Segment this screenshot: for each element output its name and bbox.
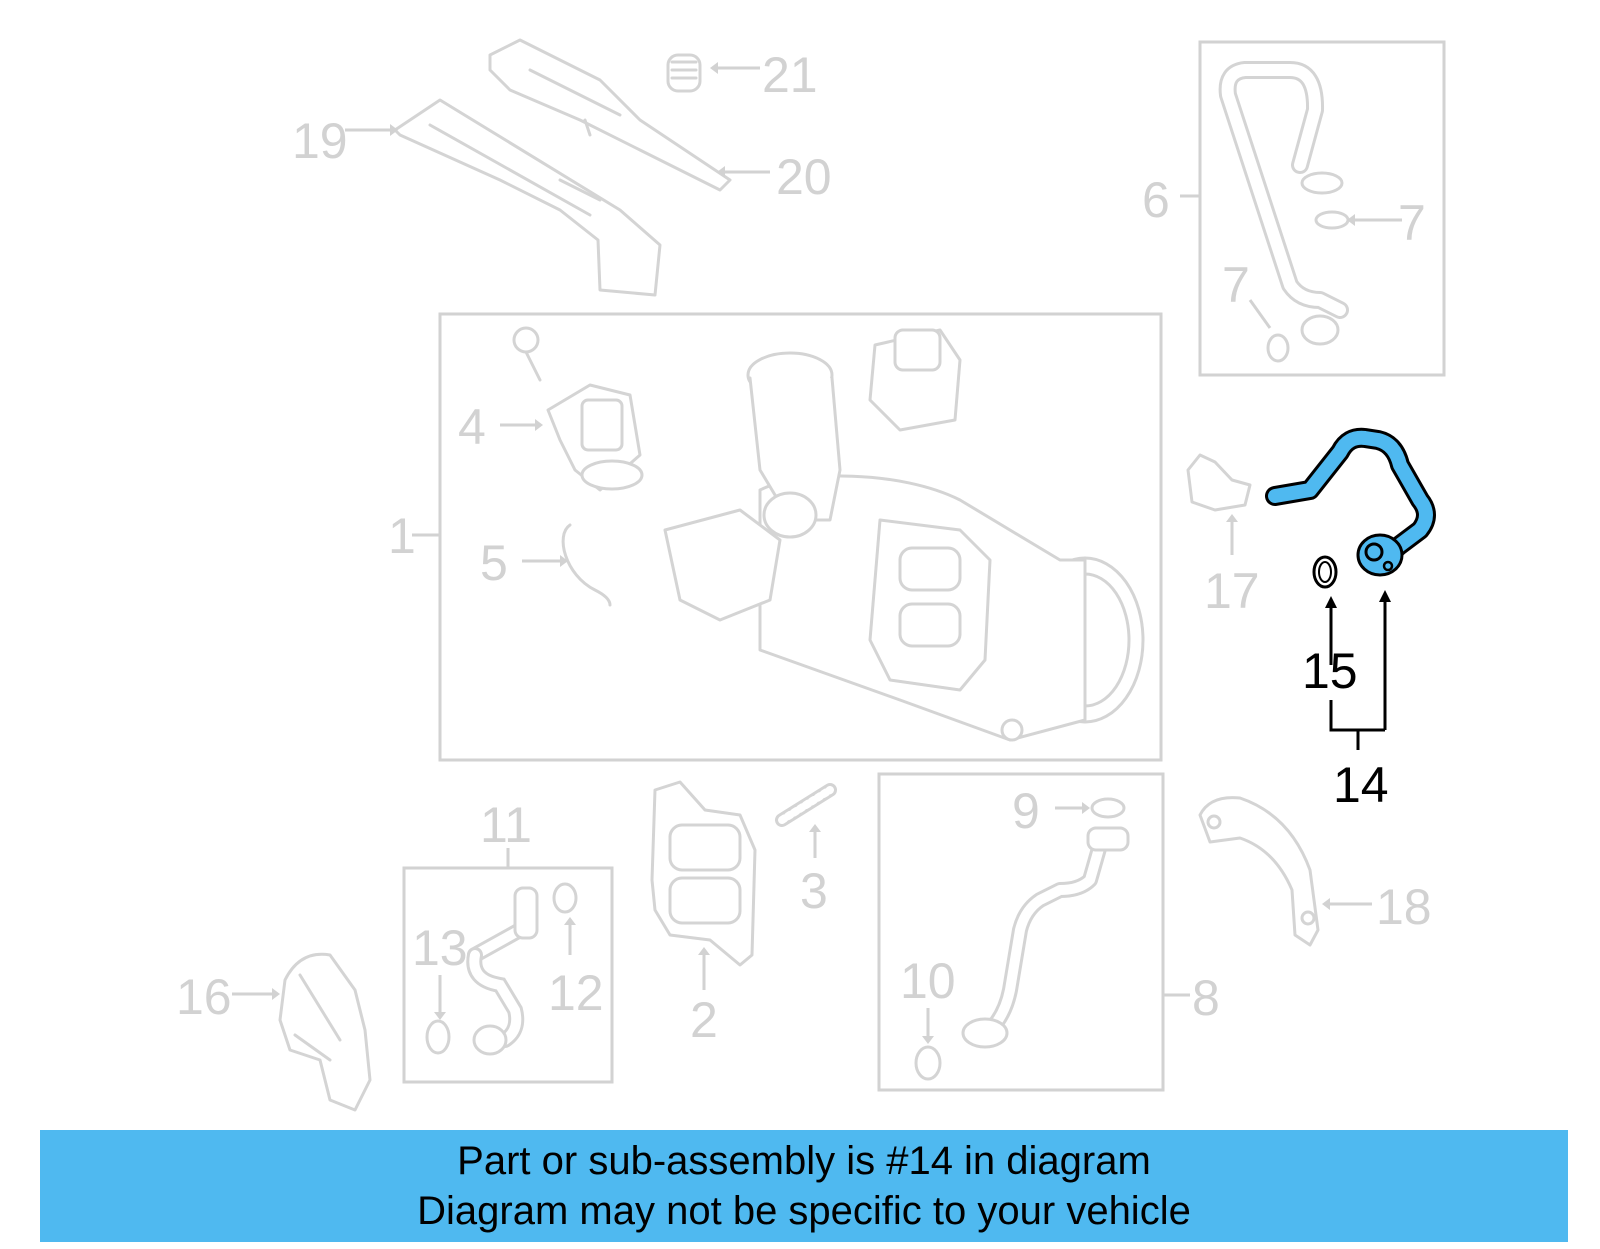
bracket-18 — [1198, 796, 1320, 947]
heat-shield-19 — [393, 98, 662, 297]
turbocharger — [663, 328, 1145, 742]
callout-16: 16 — [176, 969, 232, 1025]
bolt-21 — [666, 53, 702, 93]
callout-4: 4 — [458, 399, 486, 455]
oil-line-11 — [466, 886, 539, 1056]
seal-12 — [552, 882, 578, 914]
seal-10 — [914, 1045, 942, 1081]
oil-return-line-14 — [1265, 427, 1436, 577]
oil-line-8-box — [877, 772, 1165, 1092]
callout-14: 14 — [1333, 757, 1389, 813]
callout-21: 21 — [762, 47, 818, 103]
callout-13: 13 — [412, 920, 468, 976]
oil-line-6-box — [1198, 40, 1446, 377]
banner-line-2: Diagram may not be specific to your vehi… — [417, 1189, 1191, 1233]
callout-18: 18 — [1376, 879, 1432, 935]
callout-10: 10 — [900, 953, 956, 1009]
bolt-4 — [512, 326, 542, 382]
info-banner: Part or sub-assembly is #14 in diagram D… — [40, 1130, 1568, 1242]
seal-7 — [1266, 210, 1350, 363]
callout-12: 12 — [548, 965, 604, 1021]
stud-3 — [775, 783, 837, 827]
gasket-2 — [650, 780, 757, 967]
heat-shield-16 — [278, 952, 372, 1112]
callout-7-left: 7 — [1222, 257, 1250, 313]
actuator-4 — [546, 383, 644, 492]
oil-line-8 — [961, 826, 1130, 1049]
seal-13 — [425, 1019, 451, 1055]
callout-15: 15 — [1302, 643, 1358, 699]
bracket-17 — [1186, 453, 1252, 512]
callout-3: 3 — [800, 863, 828, 919]
callout-9: 9 — [1012, 783, 1040, 839]
seal-9 — [1090, 797, 1126, 819]
turbo-assembly-box — [438, 312, 1163, 762]
callout-11: 11 — [480, 797, 532, 853]
callout-1: 1 — [388, 508, 416, 564]
callout-20: 20 — [776, 149, 832, 205]
callout-17: 17 — [1204, 563, 1260, 619]
callout-19: 19 — [292, 113, 348, 169]
callout-6: 6 — [1142, 172, 1170, 228]
callout-7-right: 7 — [1398, 195, 1426, 251]
callout-2: 2 — [690, 992, 718, 1048]
banner-line-1: Part or sub-assembly is #14 in diagram — [457, 1139, 1151, 1183]
heat-shield-20 — [488, 38, 732, 192]
oil-line-6 — [1218, 61, 1349, 346]
callout-5: 5 — [480, 535, 508, 591]
callout-8: 8 — [1192, 970, 1220, 1026]
clip-5 — [561, 523, 612, 607]
seal-15 — [1312, 555, 1338, 589]
